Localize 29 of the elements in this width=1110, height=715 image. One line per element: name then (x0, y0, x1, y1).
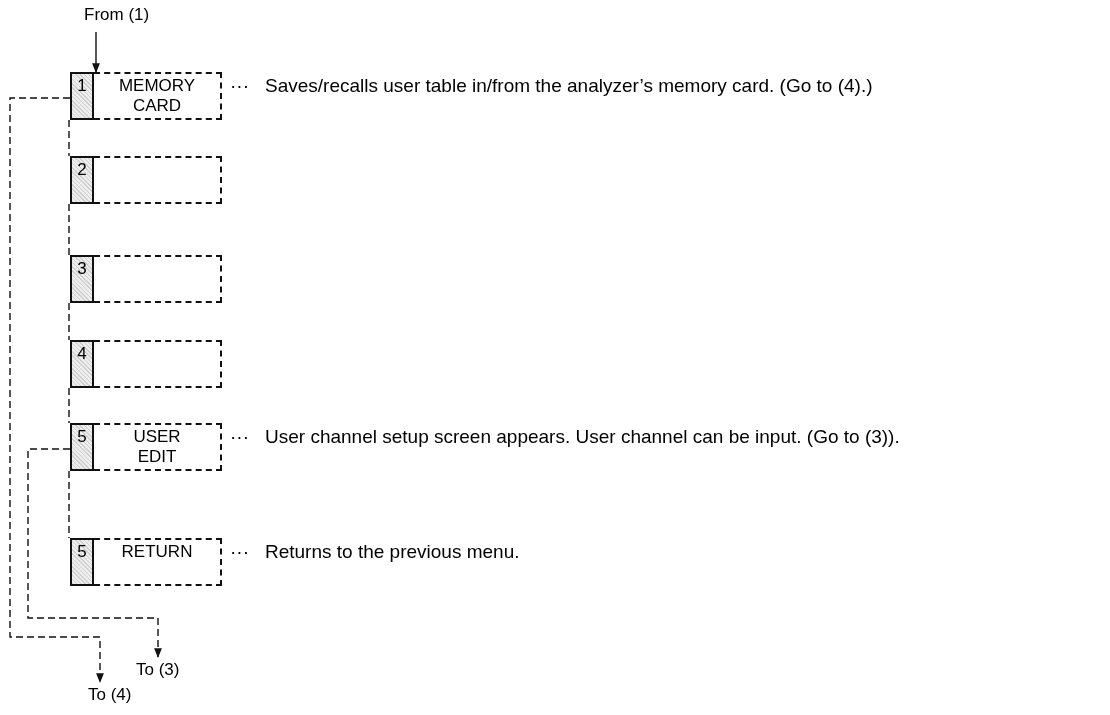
connector-line (68, 203, 70, 256)
ellipsis-dots: ··· (230, 74, 249, 98)
arrow (9, 97, 104, 683)
softkey-label-box (94, 156, 222, 204)
connector-line (68, 470, 70, 539)
softkey: 5 (70, 423, 94, 471)
softkey: 5 (70, 538, 94, 586)
description-text: User channel setup screen appears. User channel can be input. (Go to (3)). (265, 425, 901, 449)
softkey: 3 (70, 255, 94, 303)
softkey: 2 (70, 156, 94, 204)
softkey-label-box (94, 340, 222, 388)
connector-line (68, 302, 70, 341)
flow-label: To (4) (88, 684, 154, 708)
ellipsis-dots: ··· (230, 425, 249, 449)
flow-label: To (3) (136, 659, 202, 683)
softkey-label-box (94, 255, 222, 303)
description-text: Returns to the previous menu. (265, 540, 521, 564)
softkey: 1 (70, 72, 94, 120)
ellipsis-dots: ··· (230, 540, 249, 564)
softkey-label-box: RETURN (94, 538, 222, 586)
softkey-label-box: MEMORY CARD (94, 72, 222, 120)
arrow (92, 31, 100, 73)
softkey: 4 (70, 340, 94, 388)
description-text: Saves/recalls user table in/from the analyzer’s memory card. (Go to (4).) (265, 74, 874, 98)
connector-line (68, 119, 70, 157)
connector-line (68, 387, 70, 424)
arrow (27, 448, 162, 658)
flow-label: From (1) (84, 4, 156, 28)
softkey-label-box: USER EDIT (94, 423, 222, 471)
